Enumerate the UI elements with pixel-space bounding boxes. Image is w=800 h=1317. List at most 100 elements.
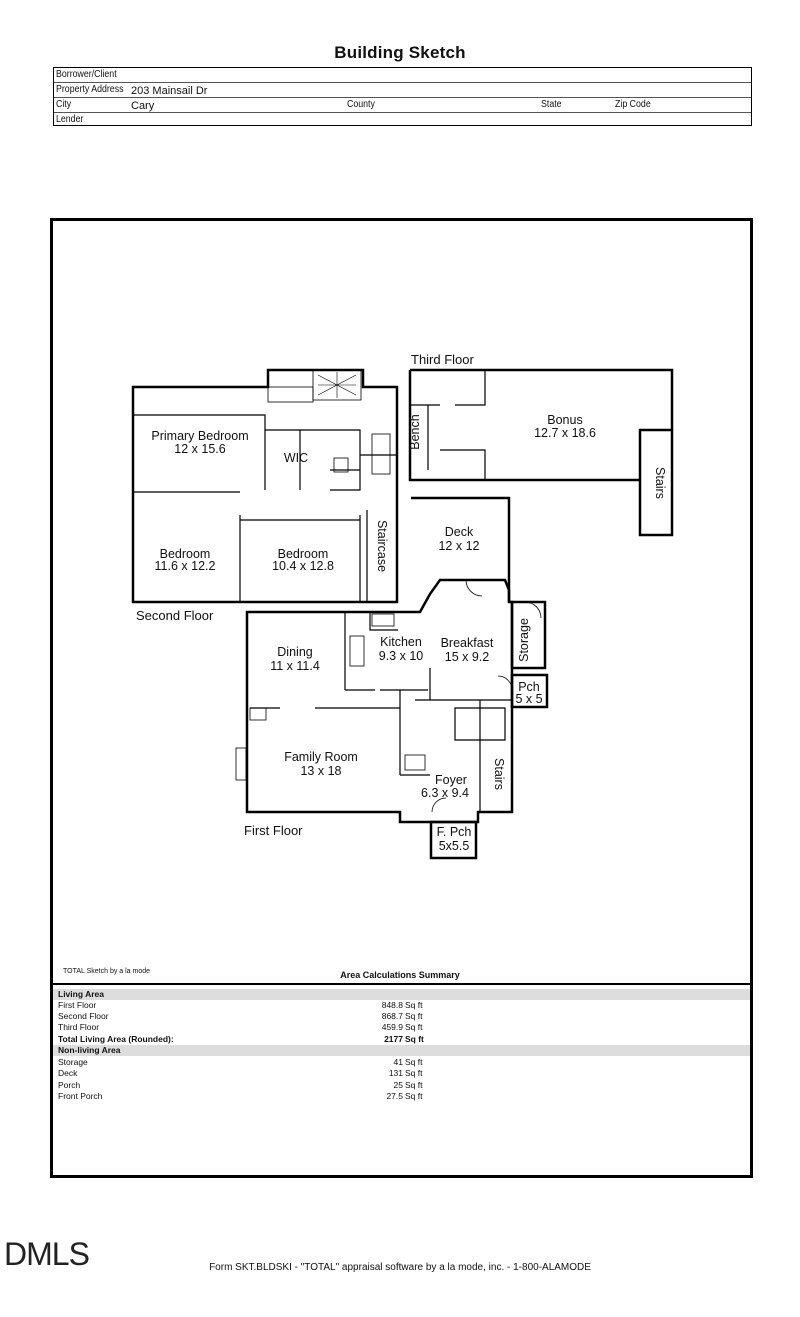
second-floor-label: Second Floor [136,608,214,623]
living-area-title: Living Area [58,989,104,999]
county-label: County [347,99,375,110]
area-summary-title: Area Calculations Summary [340,970,460,980]
bench-label: Bench [408,414,422,449]
row-value: 848.8 [381,1000,403,1010]
total-value: 2177 [384,1034,403,1044]
nonliving-area-title: Non-living Area [58,1045,121,1055]
state-label: State [541,99,562,110]
bedroom1-dims: 11.6 x 12.2 [155,559,216,573]
pch-box [510,673,549,709]
kitchen-name: Kitchen [380,635,422,649]
dmls-logo: DMLS [4,1236,90,1272]
family-name: Family Room [284,750,358,764]
nonliving-area-header: Non-living Area [53,1045,750,1056]
row-value: 868.7 [381,1011,403,1021]
third-floor-label: Third Floor [411,352,475,367]
closet-mark [249,707,267,721]
second-floor-outline [131,368,399,604]
row-unit: Sq ft [405,1000,423,1010]
table-row: First Floor 848.8 Sq ft [53,1000,750,1011]
bedroom2-name: Bedroom [278,547,329,561]
interior-walls [133,370,512,812]
row-unit: Sq ft [405,1068,423,1078]
deck-dims: 12 x 12 [438,539,479,553]
table-row: Front Porch 27.5 Sq ft [53,1091,750,1102]
row-unit: Sq ft [405,1022,423,1032]
tub [371,433,391,475]
fpch-dims: 5x5.5 [439,839,470,853]
half-bath-sink [404,754,426,771]
lender-label: Lender [56,114,84,125]
borrower-label: Borrower/Client [56,69,117,80]
address-row: Property Address 203 Mainsail Dr [54,83,751,98]
row-unit: Sq ft [405,1091,423,1101]
address-value: 203 Mainsail Dr [131,85,208,97]
shower [312,369,362,401]
stairs-top-box [638,428,674,537]
footer-text: Form SKT.BLDSKI - "TOTAL" appraisal soft… [209,1262,591,1273]
kitchen-sink [371,613,395,627]
table-row: Porch 25 Sq ft [53,1080,750,1091]
city-value: Cary [131,100,155,112]
first-floor-outline [245,578,514,824]
row-unit: Sq ft [405,1011,423,1021]
fpch-name: F. Pch [437,825,472,839]
bedroom2-dims: 10.4 x 12.8 [272,559,334,573]
deck-name: Deck [445,525,474,539]
row-name: First Floor [58,1000,97,1010]
storage-label: Storage [517,618,531,662]
fixtures [235,369,426,781]
stairs-top-label: Stairs [653,467,667,499]
sketch-note: TOTAL Sketch by a la mode [63,968,151,975]
primary-name: Primary Bedroom [151,429,248,443]
row-unit: Sq ft [405,1057,423,1067]
foyer-dims: 6.3 x 9.4 [421,786,469,800]
front-porch-box [429,820,478,860]
sink [333,457,349,473]
shower-grid [317,372,357,398]
stairs-first-label: Stairs [492,758,506,790]
row-name: Storage [58,1057,88,1067]
lender-row: Lender [54,113,751,127]
door-swings [431,579,542,813]
total-row: Total Living Area (Rounded): 2177 Sq ft [53,1034,750,1045]
city-row: City Cary County State Zip Code [54,98,751,113]
living-area-header: Living Area [53,989,750,1000]
bonus-dims: 12.7 x 18.6 [534,426,596,440]
page-title: Building Sketch [334,43,466,62]
row-value: 459.9 [381,1022,403,1032]
dining-name: Dining [277,645,312,659]
table-row: Third Floor 459.9 Sq ft [53,1022,750,1033]
total-name: Total Living Area (Rounded): [58,1034,174,1044]
borrower-row: Borrower/Client [54,68,751,83]
staircase-label: Staircase [375,520,389,572]
row-value: 131 [388,1068,403,1078]
table-row: Storage 41 Sq ft [53,1057,750,1068]
bonus-name: Bonus [547,413,582,427]
city-label: City [56,99,72,110]
kitchen-dims: 9.3 x 10 [379,649,424,663]
bedroom1-name: Bedroom [160,547,211,561]
row-value: 25 [393,1080,403,1090]
foyer-name: Foyer [435,773,467,787]
breakfast-dims: 15 x 9.2 [445,650,490,664]
table-row: Deck 131 Sq ft [53,1068,750,1079]
deck-outline [411,496,511,602]
row-name: Porch [58,1080,81,1090]
primary-dims: 12 x 15.6 [174,442,225,456]
area-table: Living Area First Floor 848.8 Sq ft Seco… [53,983,750,1175]
pch-dims: 5 x 5 [515,692,542,706]
wic-label: WIC [284,451,308,465]
breakfast-name: Breakfast [441,636,494,650]
row-name: Deck [58,1068,78,1078]
first-floor-label: First Floor [244,823,303,838]
table-row: Second Floor 868.7 Sq ft [53,1011,750,1022]
row-name: Third Floor [58,1022,100,1032]
range [349,635,365,667]
zip-label: Zip Code [615,99,651,110]
row-value: 41 [393,1057,403,1067]
sketch-frame [50,218,753,1178]
walls [131,368,674,860]
vanity [267,386,314,403]
